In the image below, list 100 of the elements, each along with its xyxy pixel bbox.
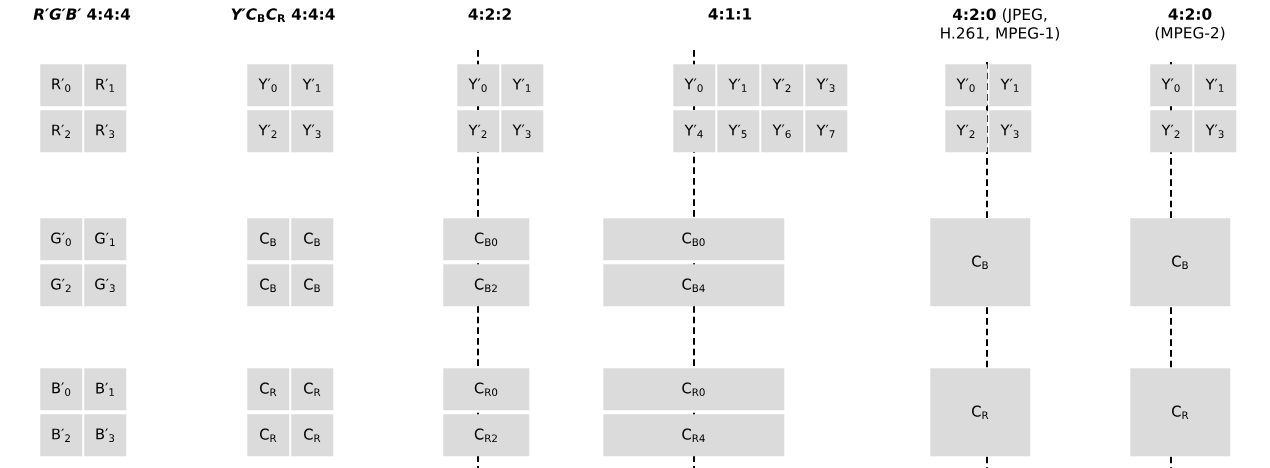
node-label: Y′$_{1}$: [302, 78, 321, 92]
sample-box: Y′$_{2}$: [761, 64, 804, 107]
sample-box: Y′$_{7}$: [805, 110, 848, 153]
sample-box: Y′$_{0}$: [673, 64, 716, 107]
node-label: Y′$_{2}$: [1161, 124, 1180, 138]
sample-box: Y′$_{1}$: [1194, 64, 1237, 107]
node-label: C$_{B}$: [304, 232, 320, 246]
node-label: Y′$_{2}$: [468, 124, 487, 138]
node-label: R′$_{3}$: [96, 124, 115, 138]
sample-box: B′$_{3}$: [84, 414, 127, 457]
node-label: Y′$_{3}$: [512, 124, 531, 138]
sample-box: Y′$_{0}$: [1150, 64, 1193, 107]
heading: R′G′B′ 4:4:4: [33, 8, 131, 20]
sample-box: C$_{R}$: [291, 414, 334, 457]
sample-box: Y′$_{3}$: [805, 64, 848, 107]
sample-box: Y′$_{3}$: [501, 110, 544, 153]
node-label: C$_{R}$: [260, 382, 277, 396]
node-label: Y′$_{0}$: [468, 78, 487, 92]
node-label: Y′$_{3}$: [302, 124, 321, 138]
sample-box: G′$_{0}$: [40, 218, 83, 261]
sample-box: C$_{R0}$: [603, 368, 785, 411]
sample-box: C$_{R}$: [291, 368, 334, 411]
node-label: R′$_{1}$: [96, 78, 115, 92]
node-label: Y′$_{2}$: [258, 124, 277, 138]
sample-box: Y′$_{2}$: [457, 110, 500, 153]
node-label: C$_{R}$: [260, 428, 277, 442]
sample-box: Y′$_{1}$: [989, 64, 1032, 107]
sample-box: Y′$_{5}$: [717, 110, 760, 153]
node-label: R′$_{0}$: [52, 78, 71, 92]
heading: 4:2:0 (JPEG, H.261, MPEG-1): [941, 8, 1060, 41]
node-label: Y′$_{0}$: [258, 78, 277, 92]
sample-box: Y′$_{2}$: [1150, 110, 1193, 153]
sample-box: R′$_{0}$: [40, 64, 83, 107]
sample-box: C$_{B4}$: [603, 264, 785, 307]
heading: Y′C$_{B}$C$_{R}$ 4:4:4: [231, 8, 335, 23]
sample-box: C$_{B}$: [291, 218, 334, 261]
node-label: Y′$_{4}$: [684, 124, 703, 138]
sample-box: C$_{B}$: [247, 218, 290, 261]
sample-box: B′$_{2}$: [40, 414, 83, 457]
heading: 4:1:1: [708, 8, 752, 20]
node-label: G′$_{0}$: [51, 232, 71, 247]
node-label: Y′$_{1}$: [1205, 78, 1224, 92]
sample-box: C$_{R}$: [930, 368, 1031, 457]
sample-box: Y′$_{2}$: [945, 110, 988, 153]
sample-box: Y′$_{4}$: [673, 110, 716, 153]
sample-box: C$_{R}$: [247, 368, 290, 411]
node-label: Y′$_{1}$: [1000, 78, 1019, 92]
node-label: C$_{B}$: [304, 278, 320, 292]
node-label: R′$_{2}$: [52, 124, 70, 138]
node-label: Y′$_{0}$: [684, 78, 703, 92]
sample-box: Y′$_{3}$: [989, 110, 1032, 153]
node-label: Y′$_{5}$: [728, 124, 747, 138]
node-label: B′$_{3}$: [96, 428, 115, 442]
sample-box: Y′$_{1}$: [501, 64, 544, 107]
sample-box: C$_{R0}$: [443, 368, 530, 411]
sample-box: Y′$_{0}$: [945, 64, 988, 107]
sample-box: Y′$_{1}$: [717, 64, 760, 107]
node-label: Y′$_{0}$: [1161, 78, 1180, 92]
sample-box: C$_{R}$: [247, 414, 290, 457]
sample-box: C$_{R}$: [1130, 368, 1231, 457]
node-label: Y′$_{2}$: [956, 124, 975, 138]
node-label: Y′$_{0}$: [956, 78, 975, 92]
node-label: Y′$_{3}$: [1205, 124, 1224, 138]
sample-box: C$_{B}$: [1130, 218, 1231, 307]
node-label: C$_{B}$: [260, 278, 276, 292]
sample-box: C$_{B}$: [247, 264, 290, 307]
node-label: Y′$_{6}$: [772, 124, 791, 138]
sample-box: C$_{R2}$: [443, 414, 530, 457]
node-label: Y′$_{1}$: [512, 78, 531, 92]
sample-box: C$_{B0}$: [603, 218, 785, 261]
sample-box: G′$_{1}$: [84, 218, 127, 261]
sample-box: B′$_{0}$: [40, 368, 83, 411]
node-label: Y′$_{7}$: [816, 124, 835, 138]
node-label: Y′$_{2}$: [772, 78, 791, 92]
sample-box: Y′$_{0}$: [247, 64, 290, 107]
heading: 4:2:0 (MPEG-2): [1155, 8, 1225, 41]
sample-box: G′$_{2}$: [40, 264, 83, 307]
sample-box: R′$_{2}$: [40, 110, 83, 153]
sample-box: C$_{B}$: [291, 264, 334, 307]
node-label: Y′$_{1}$: [728, 78, 747, 92]
sample-box: Y′$_{0}$: [457, 64, 500, 107]
node-label: Y′$_{3}$: [1000, 124, 1019, 138]
sample-box: R′$_{1}$: [84, 64, 127, 107]
sample-box: C$_{B2}$: [443, 264, 530, 307]
sample-box: C$_{R4}$: [603, 414, 785, 457]
sample-box: Y′$_{2}$: [247, 110, 290, 153]
sample-box: Y′$_{3}$: [291, 110, 334, 153]
sample-box: B′$_{1}$: [84, 368, 127, 411]
node-label: C$_{R}$: [304, 382, 321, 396]
node-label: B′$_{0}$: [52, 382, 71, 396]
node-label: G′$_{2}$: [51, 278, 71, 293]
node-label: C$_{R}$: [304, 428, 321, 442]
sample-box: R′$_{3}$: [84, 110, 127, 153]
node-label: B′$_{2}$: [52, 428, 70, 442]
node-label: G′$_{3}$: [95, 278, 115, 293]
sample-box: Y′$_{6}$: [761, 110, 804, 153]
sample-box: Y′$_{3}$: [1194, 110, 1237, 153]
sample-box: C$_{B}$: [930, 218, 1031, 307]
sample-box: Y′$_{1}$: [291, 64, 334, 107]
node-label: C$_{B}$: [260, 232, 276, 246]
